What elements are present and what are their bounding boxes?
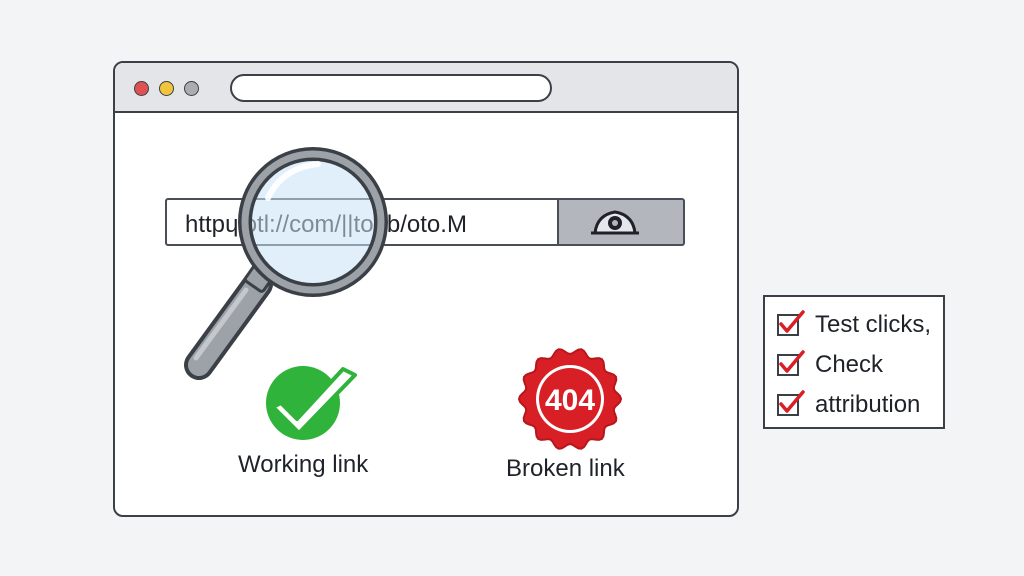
checkbox-checked[interactable] xyxy=(777,350,805,376)
checklist-item-label: Test clicks, xyxy=(815,311,932,338)
url-text: httpɥiotl://com/||tonb/oto.M xyxy=(185,211,467,238)
address-bar[interactable] xyxy=(230,74,552,102)
red-check-icon xyxy=(779,390,805,413)
eye-icon xyxy=(591,210,639,235)
url-input[interactable]: httpɥiotl://com/||tonb/oto.M xyxy=(165,198,559,246)
browser-titlebar xyxy=(115,63,737,113)
error-404-badge: 404 xyxy=(545,384,595,417)
working-link-label: Working link xyxy=(238,451,369,478)
browser-window: httpɥiotl://com/||tonb/oto.M Working lin… xyxy=(113,61,739,517)
checklist-card: Test clicks, Check attribution xyxy=(763,295,945,429)
checklist-item[interactable]: attribution xyxy=(777,389,920,421)
close-window-dot[interactable] xyxy=(134,81,149,96)
inspect-button[interactable] xyxy=(559,198,685,246)
red-check-icon xyxy=(779,350,805,373)
maximize-window-dot[interactable] xyxy=(184,81,199,96)
checklist-item-label: attribution xyxy=(815,391,921,418)
checklist-item-label: Check xyxy=(815,351,884,378)
checkbox-checked[interactable] xyxy=(777,390,805,416)
red-check-icon xyxy=(779,310,805,333)
checklist-item[interactable]: Check xyxy=(777,349,883,381)
checklist-item[interactable]: Test clicks, xyxy=(777,309,931,341)
broken-link-label: Broken link xyxy=(506,455,625,482)
green-check-icon xyxy=(266,366,357,440)
checkbox-checked[interactable] xyxy=(777,310,805,336)
minimize-window-dot[interactable] xyxy=(159,81,174,96)
red-seal-icon: 404 xyxy=(517,348,623,450)
